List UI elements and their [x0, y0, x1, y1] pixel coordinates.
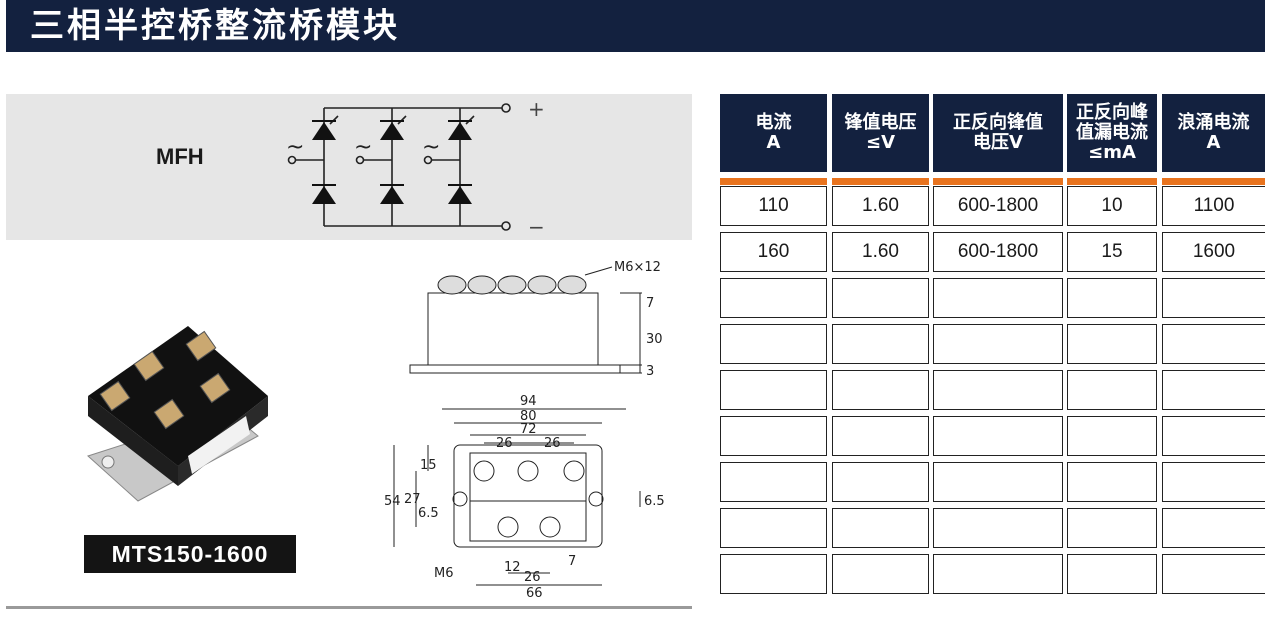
- table-cell: [1162, 554, 1265, 594]
- table-cell: 10: [1067, 186, 1157, 226]
- table-cell: 600-1800: [933, 232, 1063, 272]
- header-reverse-peak-voltage: 正反向锋值 电压V: [933, 94, 1063, 185]
- table-cell: 1600: [1162, 232, 1265, 272]
- table-cell: [933, 370, 1063, 410]
- table-cell: [1067, 462, 1157, 502]
- table-cell: [720, 554, 827, 594]
- plus-terminal-label: +: [528, 97, 545, 121]
- table-cell: [1067, 508, 1157, 548]
- dimension-drawing: M6×12 7 30 3 94 80 72 26 26 15 27 6.5 54…: [384, 260, 665, 600]
- dim-66: 66: [526, 586, 543, 600]
- dim-94: 94: [520, 394, 537, 409]
- table-row: [718, 508, 1265, 554]
- table-row: [718, 324, 1265, 370]
- table-cell: [933, 416, 1063, 456]
- table-cell: [832, 462, 929, 502]
- dim-7-b: 7: [568, 554, 576, 569]
- table-cell: [1067, 278, 1157, 318]
- table-cell: [933, 554, 1063, 594]
- dim-54: 54: [384, 494, 401, 509]
- table-cell: [720, 462, 827, 502]
- table-cell: [1162, 278, 1265, 318]
- table-cell: [1067, 554, 1157, 594]
- dim-7: 7: [646, 296, 654, 311]
- header-peak-voltage: 锋值电压 ≤V: [832, 94, 929, 185]
- table-row: [718, 416, 1265, 462]
- dim-screw: M6×12: [614, 260, 661, 275]
- header-current: 电流 A: [720, 94, 827, 185]
- minus-terminal-label: −: [528, 215, 545, 239]
- part-number-badge: MTS150-1600: [84, 535, 296, 573]
- table-row: [718, 278, 1265, 324]
- table-row: [718, 370, 1265, 416]
- table-cell: [933, 462, 1063, 502]
- title-bar: 三相半控桥整流桥模块: [6, 0, 1265, 52]
- table-cell: [832, 416, 929, 456]
- header-surge-current: 浪涌电流 A: [1162, 94, 1265, 185]
- ac-symbol-1: ~: [286, 135, 304, 160]
- table-cell: 1100: [1162, 186, 1265, 226]
- table-cell: [1162, 508, 1265, 548]
- table-cell: [933, 508, 1063, 548]
- ac-symbol-3: ~: [422, 135, 440, 160]
- page-title: 三相半控桥整流桥模块: [30, 6, 400, 46]
- table-cell: 110: [720, 186, 827, 226]
- dim-27: 27: [404, 492, 421, 507]
- dim-15: 15: [420, 458, 437, 473]
- bottom-rule: [6, 606, 692, 609]
- table-cell: [832, 508, 929, 548]
- model-label: MFH: [156, 144, 204, 169]
- table-cell: [832, 554, 929, 594]
- table-cell: [1162, 416, 1265, 456]
- table-cell: [1162, 324, 1265, 364]
- dim-26-b: 26: [544, 436, 561, 451]
- table-cell: [832, 370, 929, 410]
- schematic-panel: MFH: [6, 94, 692, 240]
- table-cell: [832, 278, 929, 318]
- table-cell: [933, 324, 1063, 364]
- dim-26-a: 26: [496, 436, 513, 451]
- table-cell: [720, 370, 827, 410]
- bridge-schematic: ~ ~ ~ + −: [286, 97, 545, 239]
- table-cell: 1.60: [832, 232, 929, 272]
- dim-72: 72: [520, 422, 537, 437]
- table-cell: [1162, 462, 1265, 502]
- dim-6-5-left: 6.5: [418, 506, 439, 521]
- table-cell: 600-1800: [933, 186, 1063, 226]
- dim-12: 12: [504, 560, 521, 575]
- ac-symbol-2: ~: [354, 135, 372, 160]
- table-cell: 15: [1067, 232, 1157, 272]
- table-row: [718, 462, 1265, 508]
- dim-3: 3: [646, 364, 654, 379]
- table-header-row: 电流 A 锋值电压 ≤V 正反向锋值 电压V 正反向峰 值漏电流 ≤mA 浪涌电…: [718, 94, 1265, 186]
- table-cell: [720, 416, 827, 456]
- table-cell: [720, 324, 827, 364]
- dim-30: 30: [646, 332, 663, 347]
- table-cell: 1.60: [832, 186, 929, 226]
- table-cell: [1067, 370, 1157, 410]
- dim-80: 80: [520, 409, 537, 424]
- dim-6-5-right: 6.5: [644, 494, 665, 509]
- module-photo: [87, 326, 268, 502]
- dim-26-c: 26: [524, 570, 541, 585]
- table-cell: [720, 508, 827, 548]
- table-cell: [1067, 416, 1157, 456]
- table-cell: [720, 278, 827, 318]
- table-cell: [933, 278, 1063, 318]
- dim-m6: M6: [434, 566, 454, 581]
- spec-table: 电流 A 锋值电压 ≤V 正反向锋值 电压V 正反向峰 值漏电流 ≤mA 浪涌电…: [718, 94, 1265, 600]
- header-leakage-current: 正反向峰 值漏电流 ≤mA: [1067, 94, 1157, 185]
- table-cell: 160: [720, 232, 827, 272]
- table-cell: [1067, 324, 1157, 364]
- table-row: [718, 554, 1265, 600]
- table-cell: [832, 324, 929, 364]
- table-cell: [1162, 370, 1265, 410]
